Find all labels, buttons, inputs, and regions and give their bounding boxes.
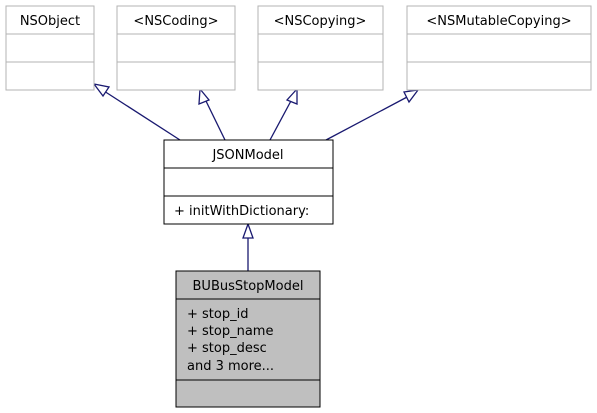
edge-bubusstopmodel-jsonmodel — [242, 222, 254, 271]
attribute-item: + stop_desc — [187, 341, 267, 356]
class-title: JSONModel — [211, 148, 283, 163]
protocol-nscoding[interactable]: <NSCoding> — [116, 5, 236, 91]
class-title: <NSMutableCopying> — [426, 14, 571, 29]
edge-jsonmodel-nsobject — [92, 83, 181, 141]
class-jsonmodel[interactable]: JSONModel + initWithDictionary: — [163, 139, 334, 225]
attribute-item: and 3 more... — [187, 359, 274, 374]
edge-jsonmodel-nscoding — [198, 87, 226, 141]
class-title: <NSCoding> — [133, 14, 218, 29]
attribute-item: + stop_name — [187, 324, 273, 339]
inheritance-edges — [92, 83, 420, 271]
class-title: <NSCopying> — [274, 14, 367, 29]
class-bubusstopmodel[interactable]: BUBusStopModel + stop_id + stop_name + s… — [175, 270, 321, 408]
class-title: BUBusStopModel — [193, 279, 304, 294]
attribute-item: + stop_id — [187, 307, 248, 322]
class-title: NSObject — [20, 14, 80, 29]
method-item: + initWithDictionary: — [174, 204, 309, 219]
edge-jsonmodel-nscopying — [269, 87, 298, 141]
class-nsobject[interactable]: NSObject — [5, 5, 95, 91]
protocol-nscopying[interactable]: <NSCopying> — [257, 5, 384, 91]
edge-jsonmodel-nsmutablecopying — [325, 89, 420, 141]
protocol-nsmutablecopying[interactable]: <NSMutableCopying> — [406, 5, 592, 91]
